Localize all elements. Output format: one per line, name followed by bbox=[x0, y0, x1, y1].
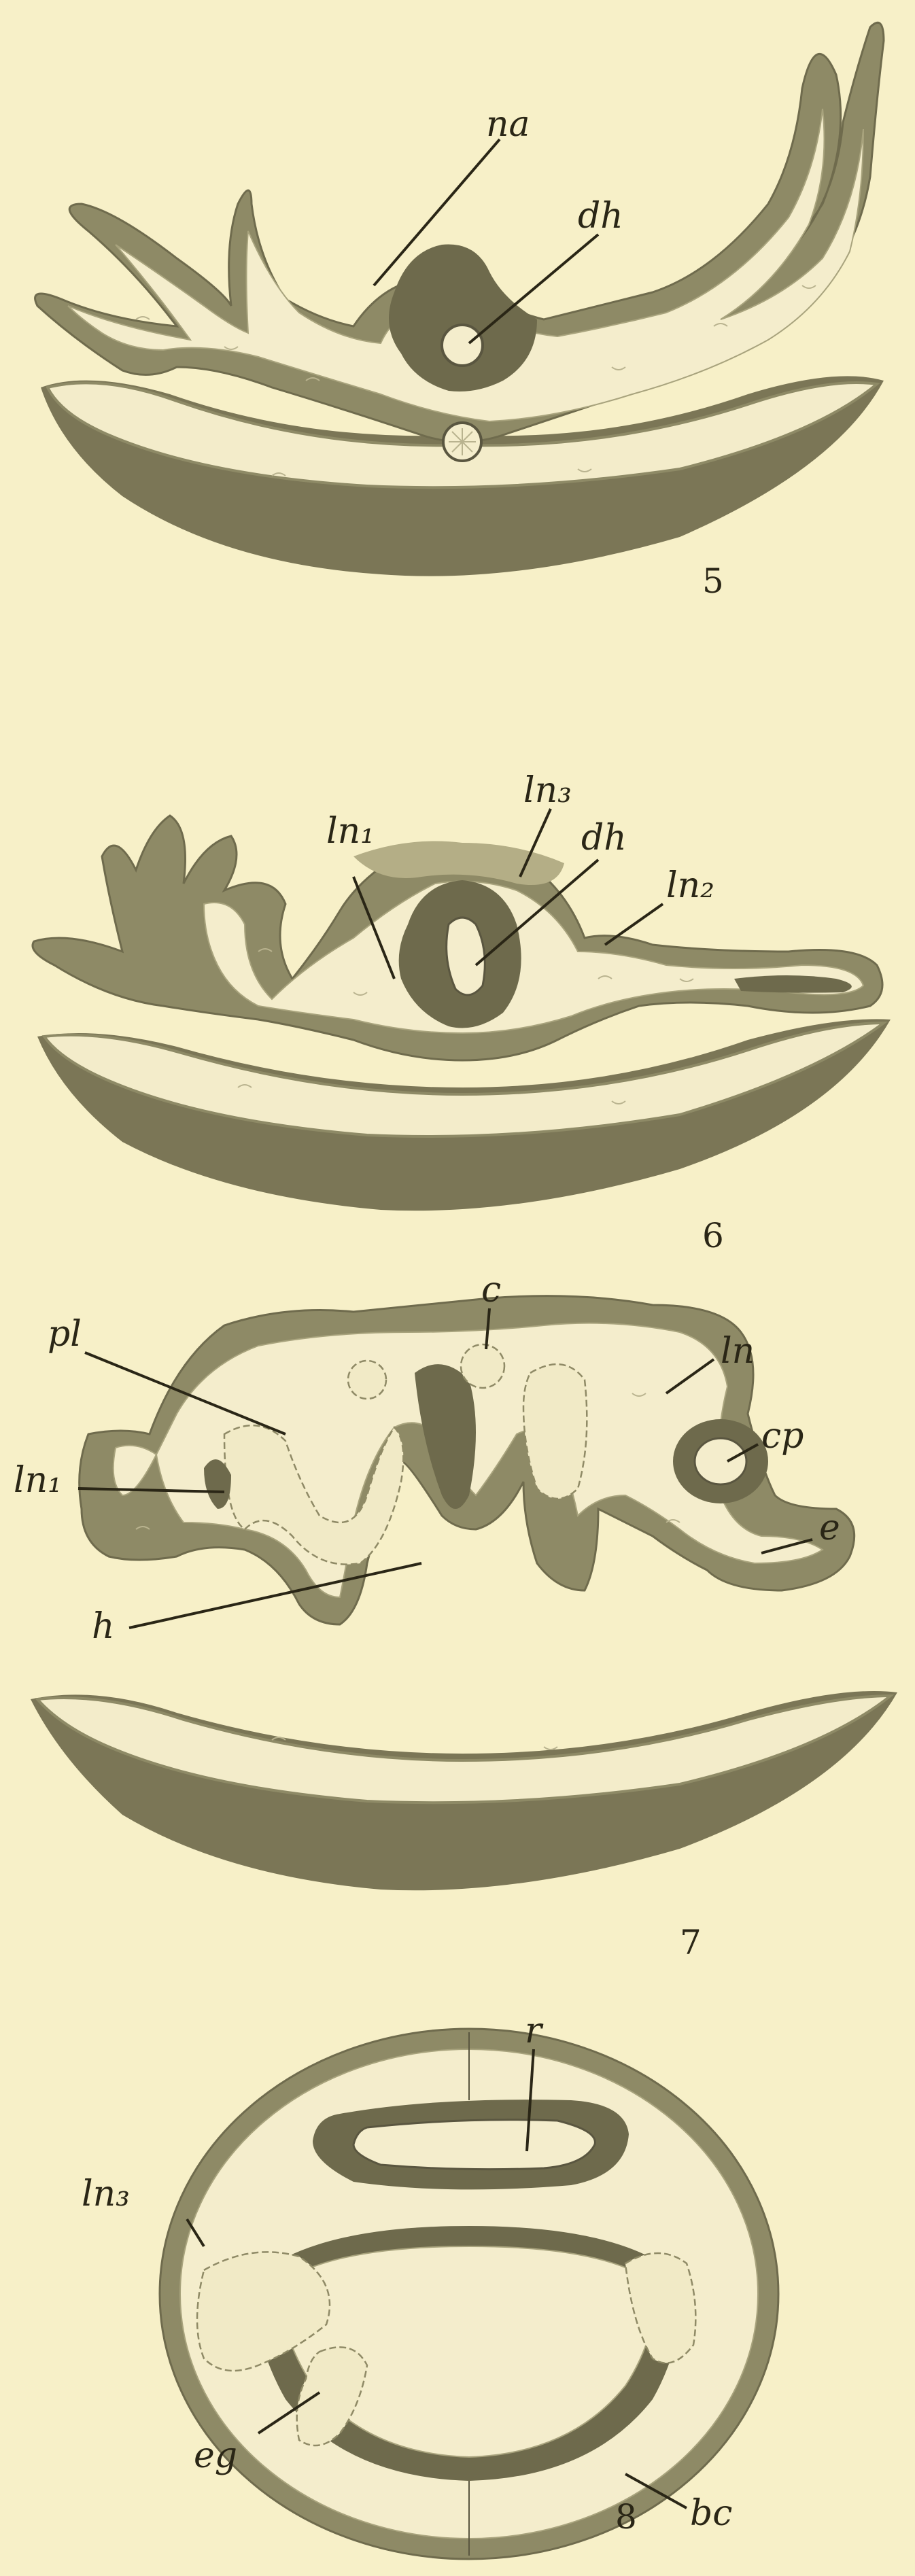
figure-7-label-pl: pl bbox=[48, 1314, 82, 1355]
figure-7-label-ln1: ln₁ bbox=[14, 1460, 62, 1501]
figure-5-label-dh: dh bbox=[578, 196, 623, 237]
figure-7-cp-lumen bbox=[695, 1438, 746, 1484]
figure-6-section: ln₁ ln₃ dh ln₂ 6 bbox=[33, 770, 891, 1255]
figure-8-number: 8 bbox=[615, 2497, 637, 2537]
figure-7-section: pl c ln cp ln₁ e h 7 bbox=[14, 1270, 897, 1962]
figure-5-number: 5 bbox=[702, 561, 724, 601]
figure-7-label-e: e bbox=[819, 1508, 840, 1548]
figure-6-label-ln3: ln₃ bbox=[523, 770, 572, 811]
figure-7-number: 7 bbox=[680, 1923, 702, 1962]
figure-6-label-ln1: ln₁ bbox=[326, 811, 375, 852]
figure-7-label-ln: ln bbox=[721, 1331, 755, 1372]
figure-8-label-bc: bc bbox=[690, 2493, 732, 2534]
figure-6-number: 6 bbox=[702, 1216, 724, 1255]
figure-8-label-eg: eg bbox=[194, 2435, 237, 2476]
figure-6-neural-canal bbox=[447, 918, 485, 995]
figure-6-label-ln2: ln₂ bbox=[666, 865, 714, 906]
figure-7-label-cp: cp bbox=[761, 1416, 804, 1457]
figure-8-r-lumen bbox=[353, 2120, 595, 2170]
figure-8-label-ln3: ln₃ bbox=[82, 2174, 130, 2214]
figure-5-label-na: na bbox=[486, 104, 530, 145]
figure-8-label-r: r bbox=[525, 2011, 544, 2051]
figure-7-circle-c-left bbox=[348, 1361, 386, 1399]
figure-8-section: r ln₃ eg bc 8 bbox=[82, 2011, 778, 2559]
figure-7-label-c: c bbox=[481, 1270, 501, 1310]
figure-6-label-dh: dh bbox=[581, 818, 627, 858]
figure-5-notochord-detail bbox=[449, 428, 476, 455]
figure-7-circle-c bbox=[461, 1344, 504, 1388]
figure-7-h-leader bbox=[129, 1563, 421, 1628]
figure-7-label-h: h bbox=[92, 1606, 115, 1647]
figure-5-neural-canal bbox=[442, 325, 483, 366]
figure-5-section: na dh 5 bbox=[35, 22, 884, 601]
